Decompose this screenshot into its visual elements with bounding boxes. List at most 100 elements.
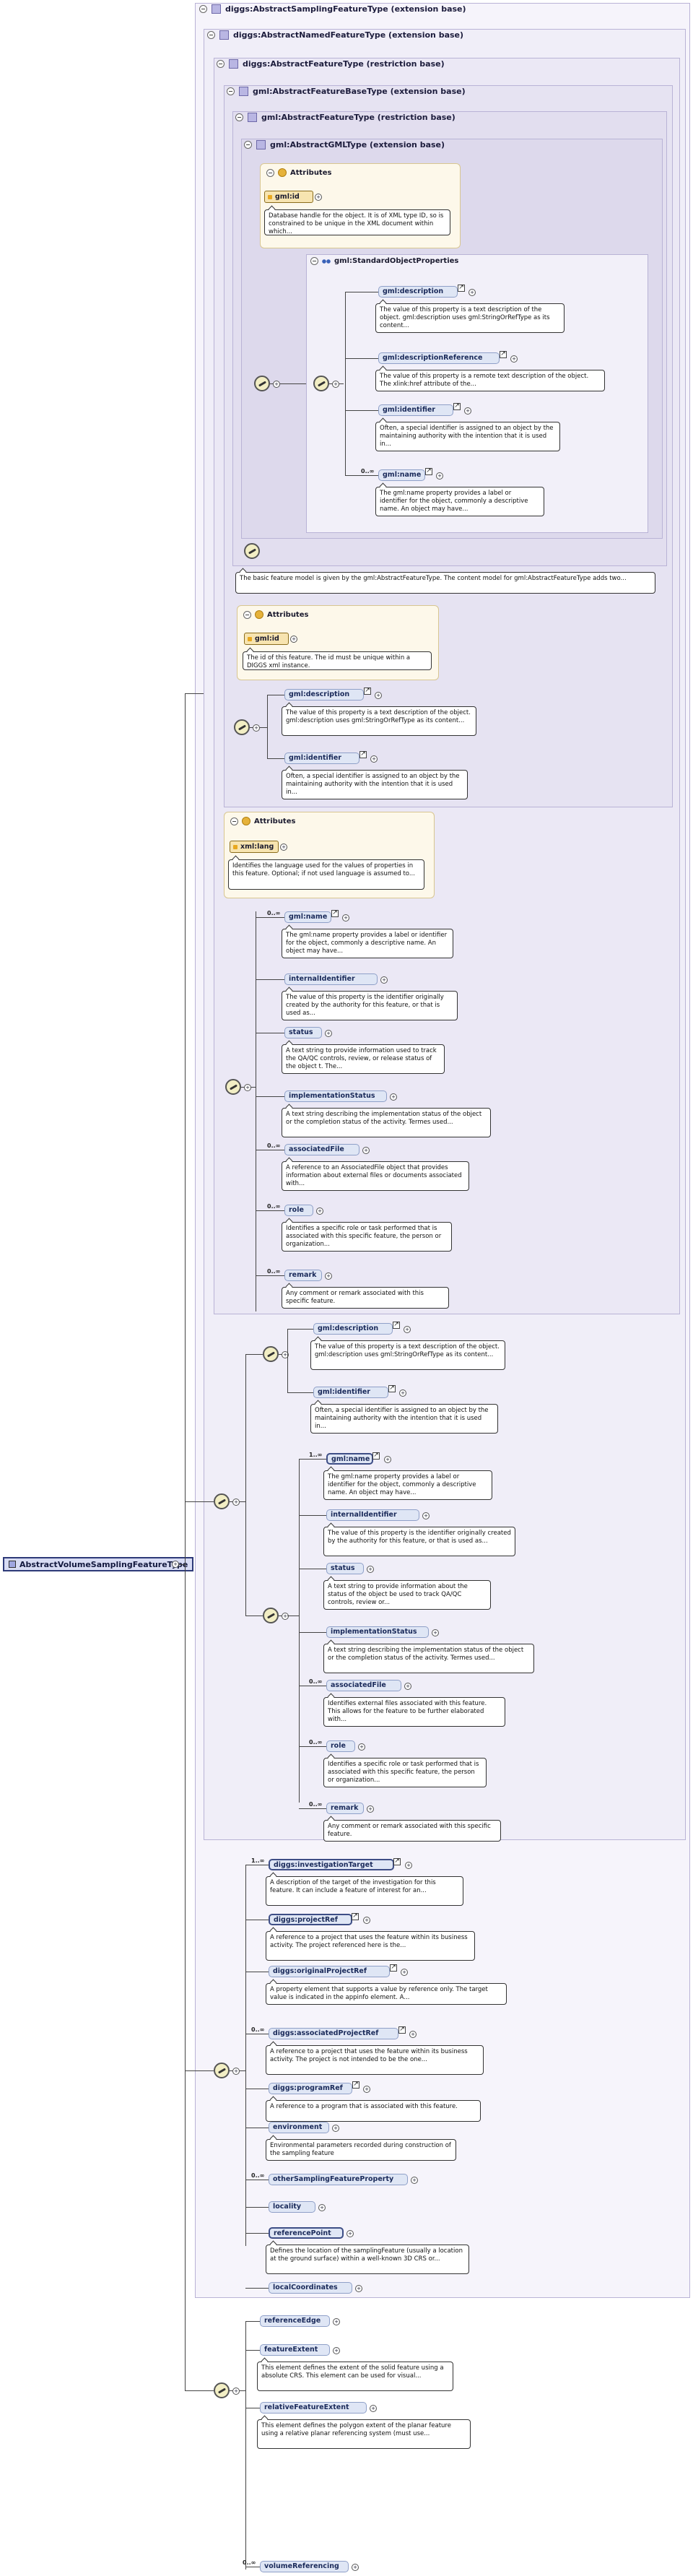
element-gml-description[interactable]: gml:description xyxy=(313,1322,400,1335)
element-gml-descriptionreference[interactable]: gml:descriptionReference xyxy=(378,351,507,364)
element-gml-description[interactable]: gml:description xyxy=(378,285,465,298)
expand-icon[interactable]: + xyxy=(370,2405,377,2412)
expand-icon[interactable]: + xyxy=(510,355,518,363)
collapse-toggle-icon[interactable]: − xyxy=(235,113,243,121)
expand-icon[interactable]: + xyxy=(244,1084,251,1091)
expand-icon[interactable]: + xyxy=(399,1389,406,1397)
element-diggs-associatedprojectref[interactable]: diggs:associatedProjectRef xyxy=(269,2026,406,2039)
expand-icon[interactable]: + xyxy=(172,1561,179,1568)
expand-icon[interactable]: + xyxy=(362,1147,370,1154)
element-role[interactable]: role xyxy=(284,1205,313,1216)
expand-icon[interactable]: + xyxy=(401,1969,408,1976)
attribute-xml-lang[interactable]: xml:lang xyxy=(230,841,279,853)
element-associatedfile[interactable]: associatedFile xyxy=(326,1680,401,1691)
element-locality[interactable]: locality xyxy=(269,2201,315,2213)
expand-icon[interactable]: + xyxy=(333,2347,340,2354)
expand-icon[interactable]: + xyxy=(390,1093,397,1101)
expand-icon[interactable]: + xyxy=(464,407,471,415)
expand-icon[interactable]: + xyxy=(346,2230,354,2237)
element-internalidentifier[interactable]: internalIdentifier xyxy=(326,1509,419,1521)
expand-icon[interactable]: + xyxy=(352,2564,359,2571)
expand-icon[interactable]: + xyxy=(370,755,378,763)
element-gml-identifier[interactable]: gml:identifier xyxy=(313,1385,396,1398)
element-featureextent[interactable]: featureExtent xyxy=(260,2344,330,2356)
expand-icon[interactable]: + xyxy=(367,1805,374,1813)
expand-icon[interactable]: + xyxy=(404,1326,411,1333)
named-feature-header[interactable]: −diggs:AbstractNamedFeatureType (extensi… xyxy=(207,30,463,40)
expand-icon[interactable]: + xyxy=(325,1030,332,1037)
collapse-toggle-icon[interactable]: − xyxy=(243,610,251,619)
element-status[interactable]: status xyxy=(284,1027,322,1038)
collapse-toggle-icon[interactable]: − xyxy=(207,31,215,39)
expand-icon[interactable]: + xyxy=(363,2086,370,2093)
expand-icon[interactable]: + xyxy=(332,2125,339,2132)
element-diggs-programref[interactable]: diggs:programRef xyxy=(269,2081,359,2094)
expand-icon[interactable]: + xyxy=(290,636,297,643)
element-volumereferencing[interactable]: volumeReferencing xyxy=(260,2561,349,2572)
expand-icon[interactable]: + xyxy=(318,2204,326,2211)
element-status[interactable]: status xyxy=(326,1563,364,1574)
element-diggs-originalprojectref[interactable]: diggs:originalProjectRef xyxy=(269,1964,397,1977)
element-implementationstatus[interactable]: implementationStatus xyxy=(284,1090,387,1102)
expand-icon[interactable]: + xyxy=(468,289,476,296)
expand-icon[interactable]: + xyxy=(384,1456,391,1463)
expand-icon[interactable]: + xyxy=(367,1566,374,1573)
standard-object-properties-header[interactable]: −gml:StandardObjectProperties xyxy=(310,257,458,265)
expand-icon[interactable]: + xyxy=(380,976,388,984)
element-diggs-investigationtarget[interactable]: diggs:investigationTarget xyxy=(269,1858,401,1870)
element-gml-identifier[interactable]: gml:identifier xyxy=(378,403,461,416)
expand-icon[interactable]: + xyxy=(375,692,382,699)
attribute-gml-id[interactable]: gml:id xyxy=(264,191,313,203)
gml-object-header[interactable]: −gml:AbstractGMLType (extension base) xyxy=(244,140,445,149)
feature-header[interactable]: −diggs:AbstractFeatureType (restriction … xyxy=(217,59,445,69)
collapse-toggle-icon[interactable]: − xyxy=(230,817,238,825)
expand-icon[interactable]: + xyxy=(232,1499,240,1506)
feature-base-header[interactable]: −gml:AbstractFeatureBaseType (extension … xyxy=(227,87,466,96)
element-associatedfile[interactable]: associatedFile xyxy=(284,1144,359,1155)
collapse-toggle-icon[interactable]: − xyxy=(217,60,225,68)
expand-icon[interactable]: + xyxy=(325,1272,332,1280)
expand-icon[interactable]: + xyxy=(355,2285,362,2292)
collapse-toggle-icon[interactable]: − xyxy=(244,141,252,149)
element-environment[interactable]: environment xyxy=(269,2122,329,2133)
element-remark[interactable]: remark xyxy=(284,1270,322,1281)
element-gml-name[interactable]: gml:name xyxy=(326,1452,380,1465)
expand-icon[interactable]: + xyxy=(432,1629,439,1636)
expand-icon[interactable]: + xyxy=(363,1917,370,1924)
element-remark[interactable]: remark xyxy=(326,1803,364,1814)
collapse-toggle-icon[interactable]: − xyxy=(227,87,235,95)
element-gml-name[interactable]: gml:name xyxy=(284,910,339,923)
expand-icon[interactable]: + xyxy=(409,2031,417,2038)
element-gml-name[interactable]: gml:name xyxy=(378,468,432,481)
root-type[interactable]: AbstractVolumeSamplingFeatureType xyxy=(3,1557,194,1571)
sampling-feature-header[interactable]: −diggs:AbstractSamplingFeatureType (exte… xyxy=(199,4,466,14)
element-localcoordinates[interactable]: localCoordinates xyxy=(269,2282,352,2294)
expand-icon[interactable]: + xyxy=(315,194,322,201)
expand-icon[interactable]: + xyxy=(316,1207,323,1215)
expand-icon[interactable]: + xyxy=(273,381,280,388)
element-implementationstatus[interactable]: implementationStatus xyxy=(326,1626,429,1638)
element-internalidentifier[interactable]: internalIdentifier xyxy=(284,973,378,985)
element-gml-identifier[interactable]: gml:identifier xyxy=(284,751,367,764)
expand-icon[interactable]: + xyxy=(404,1683,411,1690)
expand-icon[interactable]: + xyxy=(333,2318,340,2325)
expand-icon[interactable]: + xyxy=(282,1613,289,1620)
element-gml-description[interactable]: gml:description xyxy=(284,688,371,701)
collapse-toggle-icon[interactable]: − xyxy=(310,257,318,265)
element-relativefeatureextent[interactable]: relativeFeatureExtent xyxy=(260,2402,367,2414)
expand-icon[interactable]: + xyxy=(232,2388,240,2395)
collapse-toggle-icon[interactable]: − xyxy=(266,168,274,177)
element-referencepoint[interactable]: referencePoint xyxy=(269,2227,344,2239)
expand-icon[interactable]: + xyxy=(411,2177,418,2184)
expand-icon[interactable]: + xyxy=(232,2068,240,2075)
expand-icon[interactable]: + xyxy=(342,914,349,921)
expand-icon[interactable]: + xyxy=(282,1351,289,1358)
attribute-gml-id[interactable]: gml:id xyxy=(244,633,289,645)
gml-feature-header[interactable]: −gml:AbstractFeatureType (restriction ba… xyxy=(235,113,456,122)
expand-icon[interactable]: + xyxy=(436,472,443,480)
element-othersamplingfeatureproperty[interactable]: otherSamplingFeatureProperty xyxy=(269,2174,408,2185)
expand-icon[interactable]: + xyxy=(405,1862,412,1869)
element-role[interactable]: role xyxy=(326,1740,355,1752)
element-referenceedge[interactable]: referenceEdge xyxy=(260,2315,330,2327)
element-diggs-projectref[interactable]: diggs:projectRef xyxy=(269,1913,359,1925)
